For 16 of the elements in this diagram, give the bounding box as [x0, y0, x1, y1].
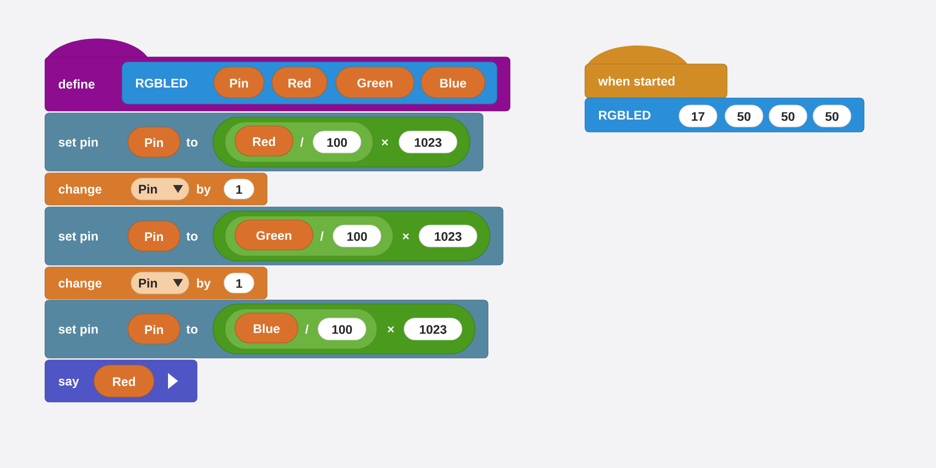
number-input: 100 [332, 224, 382, 248]
dropdown-menu: Pin [130, 272, 190, 294]
number-input: 1023 [398, 130, 458, 154]
parameter-reporter: Blue [234, 312, 298, 344]
number-input: 100 [318, 318, 366, 340]
number-input: 1 [224, 272, 254, 294]
number-input: 1 [224, 178, 254, 200]
dropdown-menu: Pin [130, 178, 190, 200]
parameter-reporter: Blue [420, 66, 486, 98]
parameter-reporter: Green [336, 66, 414, 98]
parameter-reporter: Pin [214, 66, 264, 98]
hat-block: when started [584, 46, 728, 98]
number-input: 1023 [404, 318, 462, 340]
parameter-reporter: Green [234, 220, 314, 250]
number-input: 1023 [418, 224, 478, 248]
number-input: 100 [312, 130, 362, 154]
